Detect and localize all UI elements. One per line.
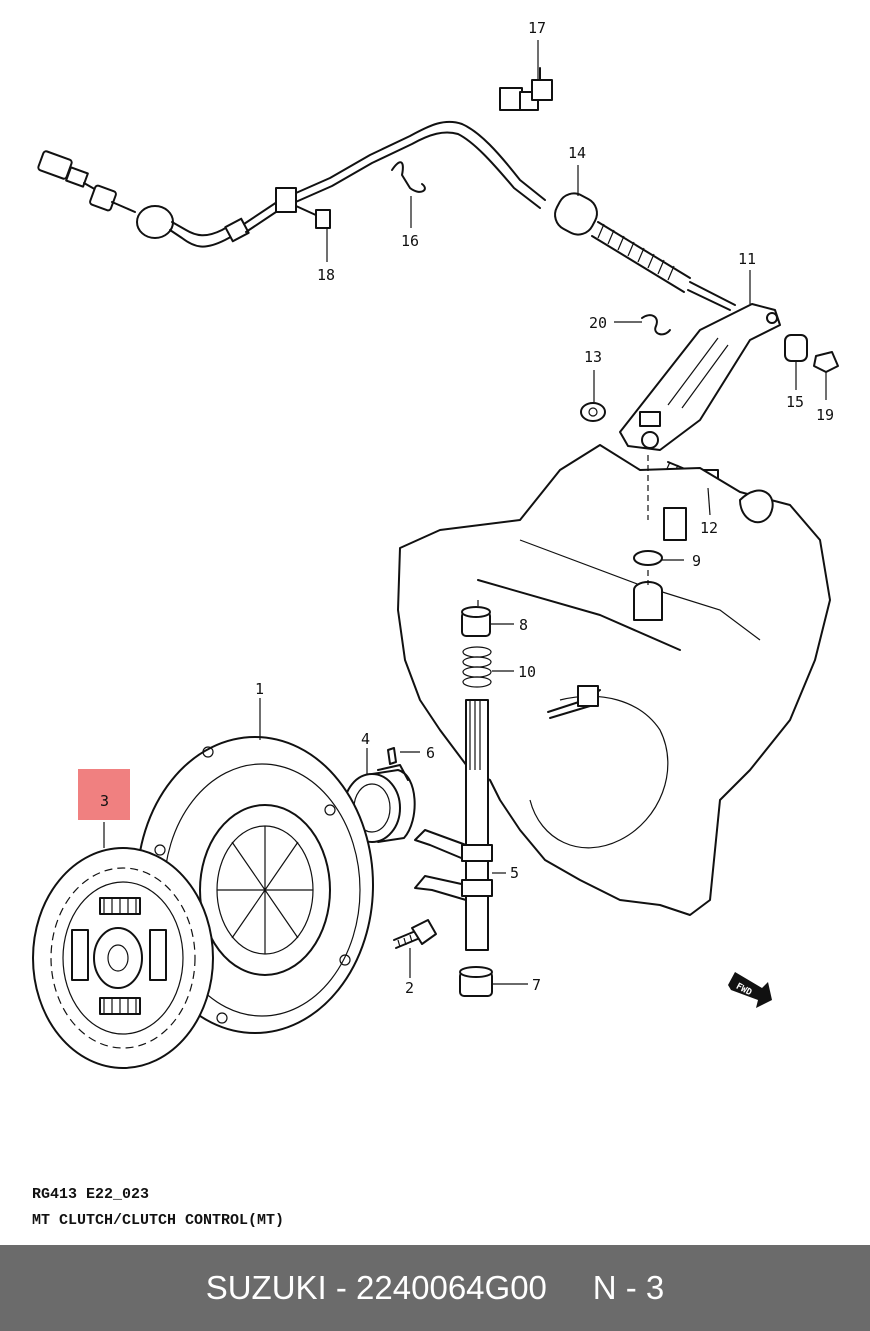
release-arm[interactable] xyxy=(580,303,839,489)
callout-9[interactable]: 9 xyxy=(692,552,701,570)
callout-8[interactable]: 8 xyxy=(519,616,528,634)
lower-bush[interactable] xyxy=(459,966,493,997)
threaded-adjuster xyxy=(591,221,691,293)
callout-13[interactable]: 13 xyxy=(584,348,602,366)
highlight-box xyxy=(78,769,130,820)
callout-7[interactable]: 7 xyxy=(532,976,541,994)
callout-17[interactable]: 17 xyxy=(528,19,546,37)
upper-bush[interactable] xyxy=(461,606,491,637)
footer-part-number: SUZUKI - 2240064G00 N - 3 xyxy=(205,1269,665,1306)
callout-labels: 1 2 3 4 5 6 7 8 9 10 11 12 13 14 15 16 1… xyxy=(100,19,834,997)
callout-3[interactable]: 3 xyxy=(100,792,109,810)
callout-12[interactable]: 12 xyxy=(700,519,718,537)
clutch-cable[interactable] xyxy=(37,67,736,311)
callout-5[interactable]: 5 xyxy=(510,864,519,882)
callout-18[interactable]: 18 xyxy=(317,266,335,284)
washer[interactable] xyxy=(633,550,663,566)
callout-20[interactable]: 20 xyxy=(589,314,607,332)
return-spring[interactable] xyxy=(462,646,492,688)
callout-2[interactable]: 2 xyxy=(405,979,414,997)
footer-bar: SUZUKI - 2240064G00 N - 3 xyxy=(0,1245,870,1331)
callout-11[interactable]: 11 xyxy=(738,250,756,268)
callout-4[interactable]: 4 xyxy=(361,730,370,748)
cover-bolt[interactable] xyxy=(393,919,437,949)
callout-14[interactable]: 14 xyxy=(568,144,586,162)
callout-10[interactable]: 10 xyxy=(518,663,536,681)
callout-19[interactable]: 19 xyxy=(816,406,834,424)
fwd-arrow-icon: FWD xyxy=(728,972,772,1008)
leader-lines xyxy=(103,40,827,985)
callout-6[interactable]: 6 xyxy=(426,744,435,762)
parts-diagram: FWD 1 2 3 4 5 6 7 8 9 10 11 12 xyxy=(32,19,839,1069)
diagram-title: MT CLUTCH/CLUTCH CONTROL(MT) xyxy=(32,1212,285,1229)
callout-16[interactable]: 16 xyxy=(401,232,419,250)
clutch-disc[interactable] xyxy=(32,847,214,1069)
release-shaft[interactable] xyxy=(414,699,493,951)
callout-15[interactable]: 15 xyxy=(786,393,804,411)
diagram-code: RG413 E22_023 xyxy=(32,1186,150,1203)
callout-1[interactable]: 1 xyxy=(255,680,264,698)
